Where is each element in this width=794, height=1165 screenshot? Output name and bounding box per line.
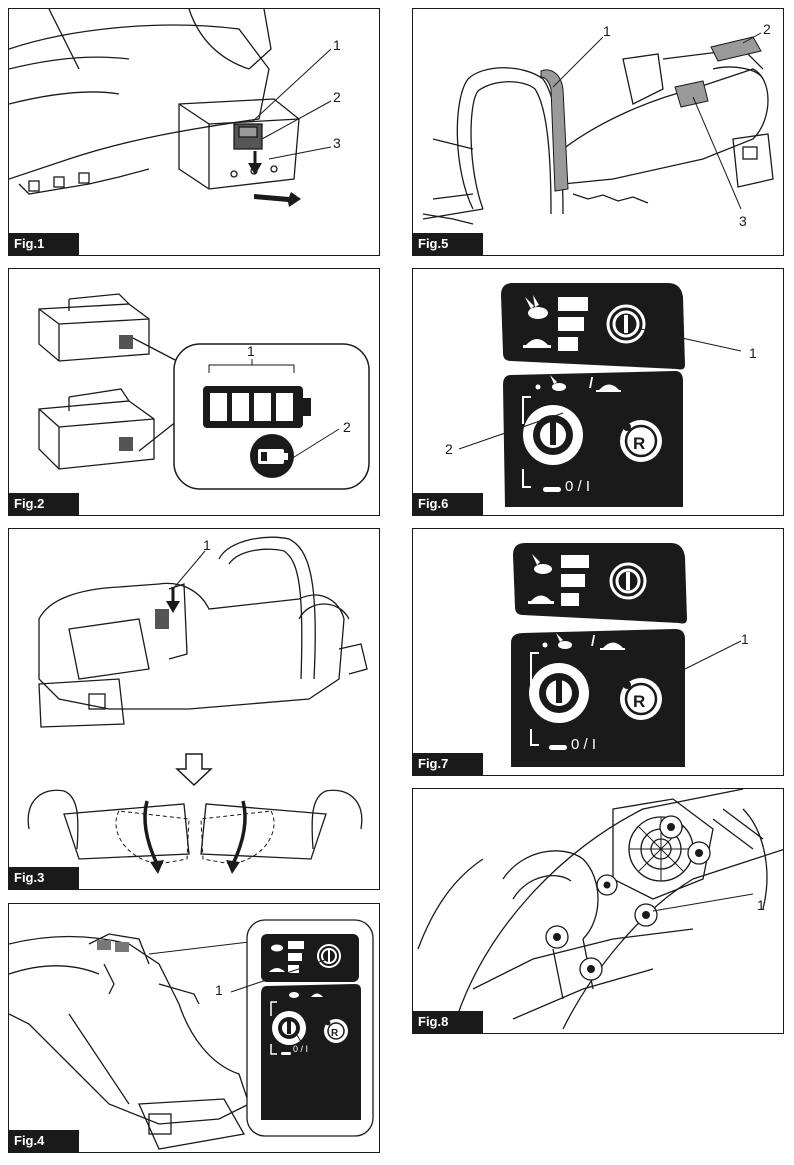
power-icon — [272, 1011, 306, 1045]
grip-handles-illustration — [422, 32, 774, 225]
figure-label: Fig.5 — [413, 233, 483, 255]
switch-label: 0 / I — [571, 736, 597, 753]
svg-text:R: R — [633, 434, 645, 453]
switch-label: 0 / I — [293, 1044, 309, 1054]
battery-removal-illustration — [9, 9, 332, 207]
callout-2: 2 — [445, 441, 453, 457]
figure-2: 1 2 Fig.2 — [8, 268, 380, 516]
switch-label: 0 / I — [565, 478, 591, 495]
callout-1: 1 — [741, 631, 749, 647]
callout-1: 1 — [333, 37, 341, 53]
power-icon — [523, 405, 583, 465]
reverse-icon — [620, 420, 662, 462]
figure-7: R / 0 / I 1 Fig.7 — [412, 528, 784, 776]
reverse-icon — [324, 1019, 348, 1043]
callout-2: 2 — [333, 89, 341, 105]
figure-label: Fig.4 — [9, 1130, 79, 1152]
callout-1: 1 — [749, 345, 757, 361]
svg-text:R: R — [331, 1028, 339, 1039]
figure-label: Fig.1 — [9, 233, 79, 255]
callout-1: 1 — [603, 23, 611, 39]
switch-panel-illustration: R — [9, 919, 374, 1150]
figure-label: Fig.8 — [413, 1011, 483, 1033]
figure-4: R 0 / I 1 2 Fig.4 — [8, 903, 380, 1153]
callout-1: 1 — [757, 897, 765, 913]
battery-indicator-icon — [203, 386, 311, 428]
power-icon — [529, 663, 589, 723]
rabbit-icon — [271, 944, 283, 952]
turtle-icon — [269, 968, 285, 972]
figure-8: 1 Fig.8 — [412, 788, 784, 1034]
turtle-icon — [528, 595, 554, 604]
power-icon — [606, 304, 646, 344]
rabbit-icon — [525, 295, 548, 319]
figure-6: R / 0 / I 1 2 Fig.6 — [412, 268, 784, 516]
svg-text:R: R — [633, 692, 645, 711]
figure-1: 1 2 3 Fig.1 — [8, 8, 380, 256]
callout-2: 2 — [345, 1102, 353, 1118]
power-icon — [317, 944, 341, 968]
figure-3: 1 Fig.3 — [8, 528, 380, 890]
power-icon — [609, 562, 647, 600]
speed-separator: / — [589, 375, 594, 392]
blade-bolts-illustration — [417, 789, 783, 1030]
reverse-button-illustration: R — [511, 543, 742, 767]
figure-5: 1 2 3 Fig.5 — [412, 8, 784, 256]
figure-label: Fig.3 — [9, 867, 79, 889]
figure-label: Fig.6 — [413, 493, 483, 515]
rotating-handle-illustration — [27, 536, 368, 874]
callout-2: 2 — [343, 419, 351, 435]
reverse-icon — [620, 678, 662, 720]
figure-label: Fig.7 — [413, 753, 483, 775]
callout-3: 3 — [333, 135, 341, 151]
speed-separator: / — [591, 633, 596, 650]
callout-1: 1 — [203, 537, 211, 553]
callout-2: 2 — [763, 21, 771, 37]
control-panel-illustration: R — [458, 283, 742, 507]
turtle-icon — [523, 339, 551, 348]
rabbit-icon — [532, 554, 552, 574]
callout-1: 1 — [215, 982, 223, 998]
callout-3: 3 — [739, 213, 747, 229]
figure-label: Fig.2 — [9, 493, 79, 515]
battery-indicator-illustration — [38, 293, 370, 490]
callout-1: 1 — [247, 343, 255, 359]
